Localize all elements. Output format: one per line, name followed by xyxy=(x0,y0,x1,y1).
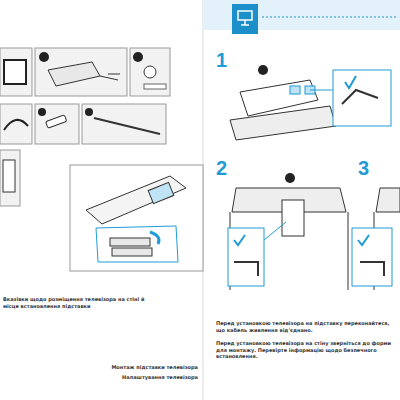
instruction-text: Перед установкою телевізора на стіну зве… xyxy=(216,340,396,360)
step-number: 3 xyxy=(358,158,378,178)
step-number: 1 xyxy=(216,50,236,70)
instruction-text: Монтаж підставки телевізора xyxy=(60,364,198,371)
instruction-text: Вказівки щодо розміщення телевізора на с… xyxy=(3,296,153,309)
step-number: 2 xyxy=(216,158,236,178)
instruction-text: Налаштування телевізора xyxy=(60,374,198,381)
instruction-text: Перед установкою телевізора на підставку… xyxy=(216,320,396,333)
